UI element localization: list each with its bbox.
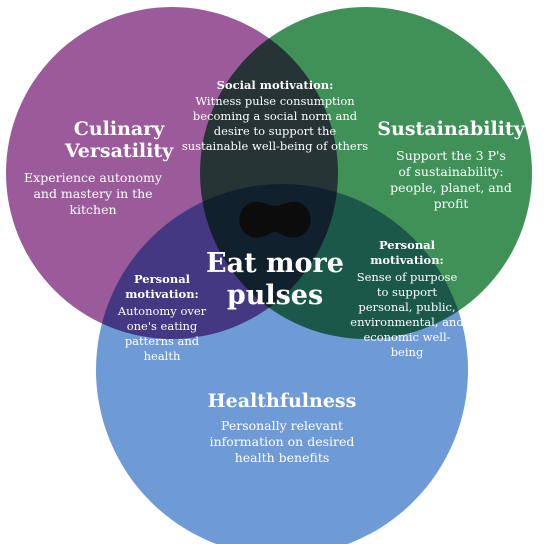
- center-label: Eat more pulses: [206, 248, 344, 311]
- social-motivation-heading: Social motivation:: [216, 78, 334, 92]
- personal-motivation-right-heading: Personal motivation:: [370, 238, 444, 267]
- healthfulness-text: Personally relevant information on desir…: [209, 418, 355, 465]
- personal-motivation-left-heading: Personal motivation:: [125, 272, 199, 301]
- culinary-versatility-title: Culinary Versatility: [64, 118, 174, 162]
- social-motivation-text: Witness pulse consumption becoming a soc…: [181, 94, 369, 153]
- sustainability-title: Sustainability: [377, 118, 525, 140]
- healthfulness-title: Healthfulness: [207, 390, 357, 412]
- bean-icon: [239, 201, 311, 238]
- healthfulness-circle: [96, 184, 468, 544]
- sustainability-text: Support the 3 P's of sustainability: peo…: [390, 148, 512, 211]
- personal-motivation-left-text: Autonomy over one's eating patterns and …: [117, 304, 207, 363]
- personal-motivation-right-text: Sense of purpose to support personal, pu…: [350, 270, 464, 359]
- culinary-versatility-text: Experience autonomy and mastery in the k…: [24, 170, 162, 217]
